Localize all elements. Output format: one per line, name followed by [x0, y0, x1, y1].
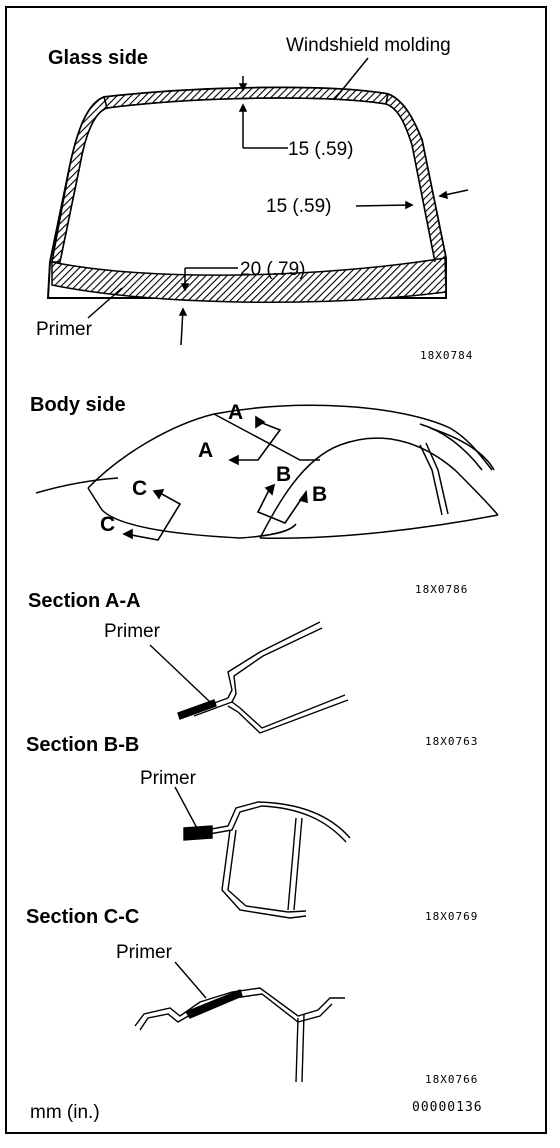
dimension-top-label: 15 (.59): [288, 139, 354, 160]
units-label: mm (in.): [30, 1102, 100, 1123]
body-side-title: Body side: [30, 394, 126, 416]
section-cc-drawing: [134, 961, 345, 1083]
primer-band-bottom: [51, 257, 447, 303]
section-aa-code: 18X0763: [425, 735, 479, 748]
section-cc-title: Section C-C: [26, 906, 140, 928]
section-aa-title: Section A-A: [28, 590, 141, 612]
windshield-molding-label: Windshield molding: [286, 35, 451, 56]
dimension-bottom-label: 20 (.79): [240, 259, 306, 280]
section-letter-c-lower: C: [100, 513, 116, 536]
section-aa-primer-label: Primer: [104, 621, 160, 642]
section-cc-code: 18X0766: [425, 1073, 479, 1086]
glass-side-code: 18X0784: [420, 349, 474, 362]
section-letter-a-upper: A: [228, 401, 244, 424]
section-letter-b-right: B: [312, 483, 328, 506]
section-bb-code: 18X0769: [425, 910, 479, 923]
section-letter-c-upper: C: [132, 477, 148, 500]
body-side-code: 18X0786: [415, 583, 469, 596]
section-bb-primer-label: Primer: [140, 768, 196, 789]
molding-leader: [333, 57, 369, 101]
dimension-right: [355, 189, 469, 210]
section-bb-title: Section B-B: [26, 734, 140, 756]
dimension-top: [238, 76, 288, 149]
primer-leader-glass: [87, 287, 123, 319]
section-letter-a-lower: A: [198, 439, 214, 462]
glass-primer-label: Primer: [36, 319, 92, 340]
primer-band-left: [51, 96, 108, 263]
primer-band-right: [385, 92, 447, 264]
document-code: 00000136: [412, 1100, 483, 1115]
windshield-outline: [46, 86, 447, 303]
dimension-right-label: 15 (.59): [266, 196, 332, 217]
section-letter-b-left: B: [276, 463, 292, 486]
section-aa-drawing: [149, 621, 349, 734]
car-body-outline: [35, 404, 499, 539]
diagram-frame: [5, 6, 547, 1134]
glass-side-title: Glass side: [48, 47, 149, 69]
section-arrows: [122, 415, 308, 541]
dimension-bottom: [178, 267, 238, 346]
section-bb-drawing: [174, 786, 351, 919]
section-cc-primer-label: Primer: [116, 942, 172, 963]
